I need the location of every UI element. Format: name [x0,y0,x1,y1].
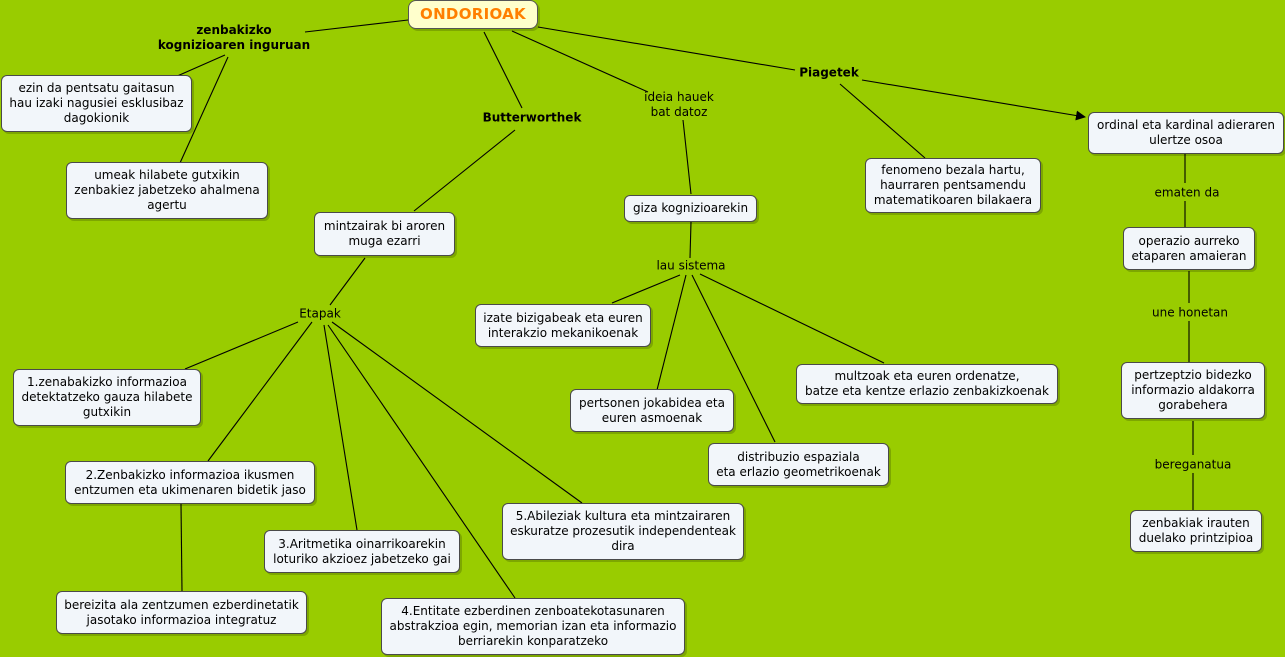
line-zenbakizko-ezin [174,54,226,78]
node-operazio[interactable]: operazio aurreko etaparen amaieran [1123,227,1255,270]
link-label-ematen-da: ematen da [1154,185,1220,200]
node-etapa1[interactable]: 1.zenabakizko informazioa detektatzeko g… [13,369,201,426]
line-etapak-etapa2 [207,321,313,462]
line-etapak-etapa3 [323,324,358,531]
line-lausistema-multzoak [699,273,885,364]
node-ezin[interactable]: ezin da pentsatu gaitasun hau izaki nagu… [1,75,192,132]
line-root-butterworthek [483,31,523,109]
line-ideia-giza [682,119,692,195]
root-node-ondorioak[interactable]: ONDORIOAK [408,0,538,29]
link-label-ideia: ideia hauek bat datoz [644,90,714,119]
line-root-piagetek [537,26,796,71]
node-pertzeptzio[interactable]: pertzeptzio bidezko informazio aldakorra… [1121,362,1265,419]
node-etapa4[interactable]: 4.Entitate ezberdinen zenboatekotasunare… [381,598,685,655]
line-root-zenbakizko [304,19,409,33]
line-etapak-etapa4 [327,324,516,599]
node-multzoak[interactable]: multzoak eta euren ordenatze, batze eta … [796,364,1058,404]
node-zenbakiak[interactable]: zenbakiak irauten duelako printzipioa [1130,510,1262,552]
link-label-zenbakizko: zenbakizko kognizioaren inguruan [157,23,311,52]
line-etapa2-bereizita [180,503,183,592]
link-label-bereganatua: bereganatua [1154,457,1232,472]
line-zenbakizko-umeak [179,56,229,164]
node-umeak[interactable]: umeak hilabete gutxikin zenbakiez jabetz… [66,162,268,219]
line-etapak-etapa5 [331,321,583,504]
line-piagetek-ordinal [861,79,1086,121]
node-bereizita[interactable]: bereizita ala zentzumen ezberdinetatik j… [56,591,307,634]
line-lausistema-pertsonen [656,274,687,391]
link-label-etapak: Etapak [299,306,341,321]
line-butterworthek-mintzairak [413,129,516,212]
node-mintzairak[interactable]: mintzairak bi aroren muga ezarri [314,212,455,256]
node-izate[interactable]: izate bizigabeak eta euren interakzio me… [475,304,651,347]
node-etapa3[interactable]: 3.Aritmetika oinarrikoarekin loturiko ak… [264,530,460,573]
line-etapak-etapa1 [184,321,299,370]
line-root-ideia [511,30,649,93]
link-label-une-honetan: une honetan [1151,305,1229,320]
line-giza-lausistema [689,221,692,259]
line-piagetek-fenomeno [839,83,926,159]
node-etapa2[interactable]: 2.Zenbakizko informazioa ikusmen entzume… [65,461,315,504]
node-fenomeno[interactable]: fenomeno bezala hartu, haurraren pentsam… [865,158,1041,213]
line-mintzairak-etapak [329,257,366,306]
line-lausistema-izate [611,274,681,304]
link-label-butterworthek: Butterworthek [482,110,582,125]
link-label-piagetek: Piagetek [799,65,859,80]
node-giza[interactable]: giza kognizioarekin [624,195,757,222]
node-pertsonen[interactable]: pertsonen jokabidea eta euren asmoenak [570,389,734,432]
node-distribuzio[interactable]: distribuzio espaziala eta erlazio geomet… [708,443,889,486]
line-lausistema-distribuzio [691,274,776,443]
node-ordinal[interactable]: ordinal eta kardinal adieraren ulertze o… [1088,112,1284,154]
link-label-lau-sistema: lau sistema [656,258,726,273]
node-etapa5[interactable]: 5.Abileziak kultura eta mintzairaren esk… [502,503,744,560]
